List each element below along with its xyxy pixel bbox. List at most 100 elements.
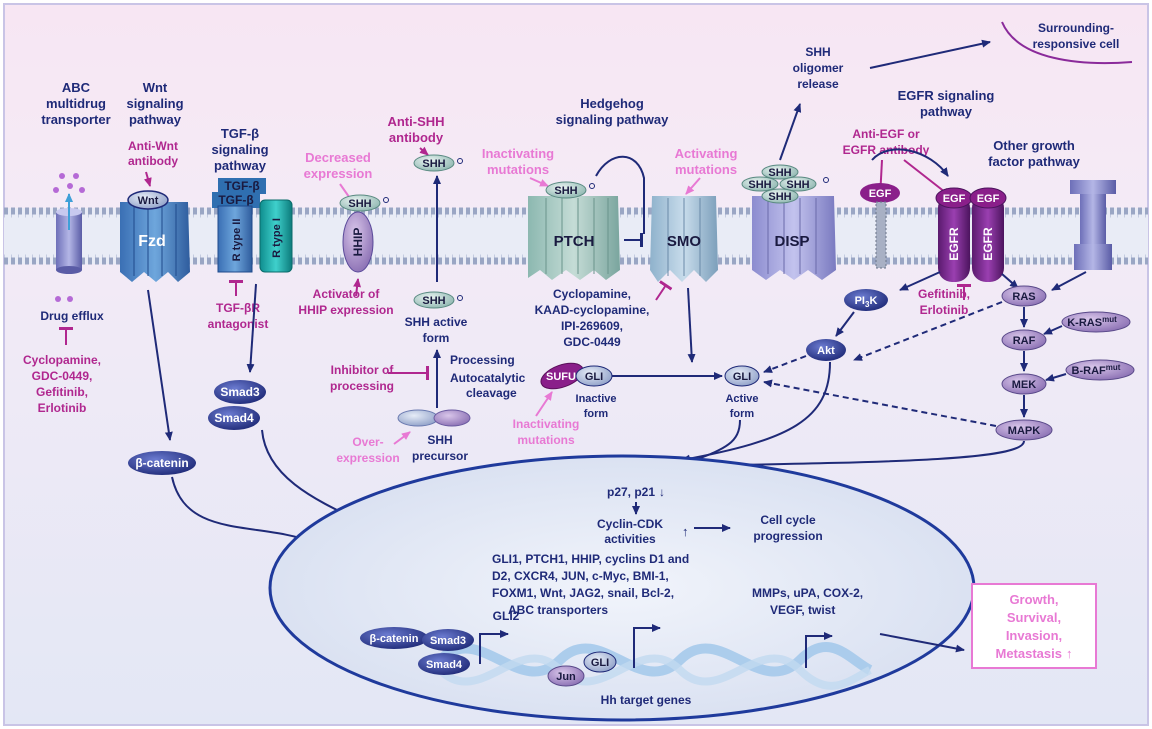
egf-binding-arrow bbox=[871, 148, 949, 177]
anti-shh-line2: antibody bbox=[389, 130, 444, 145]
beta-catenin-nuclear bbox=[360, 627, 428, 649]
hhip-group: Decreased expression HHIP SHH Activator … bbox=[298, 150, 393, 317]
fzd-label: Fzd bbox=[138, 233, 166, 250]
gli-nuclear-label: GLI bbox=[591, 657, 609, 669]
braf-label: B-RAFmut bbox=[1072, 363, 1121, 377]
hh-title-line1: Hedgehog bbox=[580, 96, 644, 111]
shh-active-line2: form bbox=[423, 331, 450, 345]
pi3k-to-akt-arrow bbox=[835, 311, 855, 337]
fzd-receptor bbox=[120, 202, 190, 282]
shh-oligomer-4-label: SHH bbox=[768, 191, 791, 203]
shh-active-label: SHH bbox=[422, 295, 445, 307]
other-receptor-top bbox=[1070, 180, 1116, 194]
other-gf-line2: factor pathway bbox=[988, 154, 1081, 169]
surrounding-cell-membrane bbox=[1001, 21, 1133, 65]
sufu-gli-group: SUFU GLI Inactive form GLI Active form I… bbox=[513, 362, 760, 467]
cyclin-up-arrow: ↑ bbox=[682, 524, 689, 539]
abc-cylinder-bottom bbox=[56, 266, 82, 274]
abc-inhibitor-3: Gefitinib, bbox=[36, 385, 88, 399]
growth-line2: Survival, bbox=[1007, 610, 1061, 625]
shh-released bbox=[413, 154, 455, 172]
shh-olig-line3: release bbox=[797, 77, 839, 91]
shh-precursor-n bbox=[397, 409, 439, 427]
activator-arrow bbox=[353, 278, 362, 297]
shh-oligomer-2-label: SHH bbox=[748, 179, 771, 191]
cyclo-line3: IPI-269609, bbox=[561, 319, 623, 333]
shh-bound-ptch bbox=[545, 181, 587, 199]
abc-title-line1: ABC bbox=[62, 80, 91, 95]
autocat-line2: cleavage bbox=[466, 386, 517, 400]
shh-active-line1: SHH active bbox=[405, 315, 468, 329]
egfr-label-1: EGFR bbox=[947, 227, 961, 261]
anti-egf-line1: Anti-EGF or bbox=[852, 127, 920, 141]
egf-free bbox=[860, 183, 900, 203]
egfr-title-line2: pathway bbox=[920, 104, 973, 119]
shh-oligomer-1 bbox=[761, 164, 799, 180]
mapk-to-nucleus-arrow bbox=[683, 440, 1025, 470]
cell-cycle-line2: progression bbox=[753, 529, 822, 543]
abc-inhibitor-4: Erlotinib bbox=[38, 401, 87, 415]
inact-sufu-line2: mutations bbox=[517, 433, 575, 447]
drug-molecule-dot bbox=[67, 183, 73, 189]
abc-transporter-group: ABC multidrug transporter Drug efflux Cy… bbox=[23, 80, 111, 415]
akt-node bbox=[806, 339, 846, 361]
wnt-title-line1: Wnt bbox=[143, 80, 168, 95]
active-line2: form bbox=[730, 408, 755, 420]
drug-molecule-dot bbox=[55, 296, 61, 302]
smo-label: SMO bbox=[667, 233, 702, 250]
wnt-title-line2: signaling bbox=[126, 96, 183, 111]
tgf-antagonist-line1: TGF-βR bbox=[216, 301, 260, 315]
tgf-title-line1: TGF-β bbox=[221, 126, 259, 141]
dna-strand-b bbox=[437, 654, 872, 690]
egfr-pathway-group: EGFR signaling pathway Anti-EGF or EGFR … bbox=[681, 88, 1135, 470]
kras-mut-node bbox=[1061, 311, 1131, 333]
cholesterol-mark bbox=[383, 197, 389, 203]
mmp-tss-arrow bbox=[805, 632, 833, 668]
active-line1: Active bbox=[725, 393, 758, 405]
shh-on-hhip bbox=[339, 194, 381, 212]
disp-group: DISP SHH SHH SHH SHH SHH oligomer releas… bbox=[741, 21, 1133, 280]
hh-target-tss-arrow bbox=[633, 624, 661, 668]
act-mut-line2: mutations bbox=[675, 162, 737, 177]
shh-oligomer-2 bbox=[741, 176, 779, 192]
decreased-line1: Decreased bbox=[305, 150, 371, 165]
cyclo-line1: Cyclopamine, bbox=[553, 287, 631, 301]
egfr-receptor-1 bbox=[938, 194, 970, 282]
autocat-line1: Autocatalytic bbox=[450, 371, 526, 385]
egfr-to-pi3k-arrow bbox=[899, 271, 941, 291]
shh-oligomer-3-label: SHH bbox=[786, 179, 809, 191]
inactive-line1: Inactive bbox=[576, 393, 617, 405]
smo-to-gli-arrow bbox=[687, 287, 696, 363]
gli-active-label: GLI bbox=[733, 371, 751, 383]
shh-on-hhip-label: SHH bbox=[348, 198, 371, 210]
shh-oligomer-4 bbox=[761, 188, 799, 204]
abc-title-line3: transporter bbox=[41, 112, 110, 127]
oligomer-release-arrow bbox=[779, 103, 802, 161]
gli-active bbox=[724, 365, 760, 387]
other-receptor-base bbox=[1074, 244, 1112, 270]
smad4-nuclear bbox=[418, 653, 470, 675]
pi3k-node bbox=[844, 289, 888, 311]
beta-catenin-cyto-label: β-catenin bbox=[135, 456, 188, 470]
over-line2: expression bbox=[336, 451, 399, 465]
tgf-receptor-type-ii bbox=[217, 205, 253, 273]
akt-to-nucleus-arrow bbox=[681, 361, 831, 463]
other-to-ras-arrow bbox=[1051, 271, 1087, 291]
hedgehog-receptor-group: Hedgehog signaling pathway Inactivating … bbox=[482, 96, 737, 363]
egfr-title-line1: EGFR signaling bbox=[898, 88, 995, 103]
targets-line1: GLI1, PTCH1, HHIP, cyclins D1 and bbox=[492, 552, 689, 566]
raf-label: RAF bbox=[1013, 335, 1036, 347]
targets-line4: ABC transporters bbox=[508, 603, 608, 617]
ras-to-akt-arrow bbox=[853, 301, 1003, 361]
akt-to-gli-arrow bbox=[763, 355, 807, 373]
abc-title-line2: multidrug bbox=[46, 96, 106, 111]
ptch-mutation-arrow bbox=[529, 177, 549, 187]
tgf-beta-pathway-group: TGF-β signaling pathway TGF-β TGF-β R ty… bbox=[208, 126, 452, 629]
wnt-ligand bbox=[127, 190, 169, 210]
mapk-label: MAPK bbox=[1008, 425, 1040, 437]
ptch-label: PTCH bbox=[554, 233, 595, 250]
gli2-tss-arrow bbox=[479, 630, 509, 664]
drug-molecule-dot bbox=[79, 187, 85, 193]
anti-shh-line1: Anti-SHH bbox=[387, 114, 444, 129]
